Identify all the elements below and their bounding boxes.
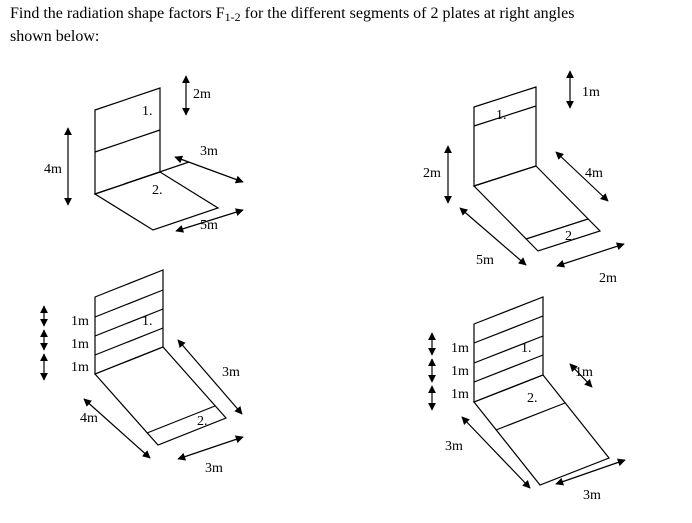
fig3-plate1-label: 1. bbox=[142, 314, 153, 329]
fig2-vertical-plate bbox=[473, 86, 537, 187]
fig2-dim-top: 1m bbox=[582, 85, 600, 100]
figure-1 bbox=[64, 75, 244, 233]
fig3-vertical-divider-3 bbox=[94, 327, 164, 356]
fig3-plate2-label: 2. bbox=[197, 414, 208, 429]
fig2-dim-strip: 2m bbox=[599, 271, 617, 286]
fig4-vertical-divider-2 bbox=[473, 335, 544, 364]
fig3-vertical-divider-2 bbox=[94, 308, 164, 337]
fig1-arrow-width bbox=[175, 208, 244, 233]
fig4-arrow-strip bbox=[555, 458, 626, 486]
fig2-plate1-label: 1. bbox=[496, 108, 507, 123]
fig3-vertical-divider-1 bbox=[94, 289, 164, 318]
fig4-dim-seg-mid: 1m bbox=[451, 364, 469, 379]
problem-line1: Find the radiation shape factors F bbox=[10, 5, 225, 22]
fig2-arrow-strip bbox=[556, 242, 625, 268]
fig4-dim-strip: 3m bbox=[583, 488, 601, 503]
fig1-vertical-divider bbox=[94, 129, 161, 153]
fig1-arrow-depth bbox=[174, 155, 244, 184]
fig2-dim-depth: 4m bbox=[585, 166, 603, 181]
fig4-dim-width: 3m bbox=[445, 439, 463, 454]
problem-line1-rest: for the different segments of 2 plates a… bbox=[240, 5, 575, 22]
fig3-dim-depth: 3m bbox=[222, 365, 240, 380]
figure-2 bbox=[444, 70, 625, 268]
fig4-plate2-label: 2. bbox=[527, 391, 538, 406]
fig4-arrow-width bbox=[461, 416, 531, 489]
fig2-horizontal-plate bbox=[472, 165, 602, 252]
fig4-horizontal-plate bbox=[473, 374, 610, 486]
problem-line2: shown below: bbox=[10, 28, 100, 45]
fig1-dim-width: 5m bbox=[200, 218, 218, 233]
fig3-dim-width: 4m bbox=[80, 411, 98, 426]
fig4-vertical-divider-1 bbox=[473, 315, 544, 344]
fig3-dim-strip: 3m bbox=[205, 461, 223, 476]
fig4-arrow-depth bbox=[569, 363, 593, 388]
fig3-dim-seg-bot: 1m bbox=[71, 360, 89, 375]
fig3-arrow-width bbox=[83, 398, 151, 459]
fig1-dim-depth: 3m bbox=[200, 144, 218, 159]
fig2-dim-width: 5m bbox=[476, 253, 494, 268]
fig2-arrow-width bbox=[459, 207, 527, 266]
fig1-dim-height: 4m bbox=[44, 162, 62, 177]
figure-3 bbox=[40, 269, 244, 461]
fig3-horizontal-plate bbox=[93, 346, 228, 446]
fig4-vertical-divider-3 bbox=[473, 354, 544, 383]
fig4-plate1-label: 1. bbox=[521, 341, 532, 356]
fig3-arrow-depth bbox=[177, 339, 243, 415]
fig4-dim-seg-top: 1m bbox=[451, 341, 469, 356]
fig3-dim-seg-top: 1m bbox=[71, 314, 89, 329]
fig2-vertical-divider bbox=[473, 105, 537, 127]
fig3-arrow-strip bbox=[177, 435, 244, 461]
problem-statement: Find the radiation shape factors F1-2 fo… bbox=[10, 4, 686, 46]
fig1-plate2-label: 2. bbox=[152, 183, 163, 198]
fig2-horizontal-divider bbox=[525, 218, 589, 240]
fig1-dim-top: 2m bbox=[193, 87, 211, 102]
fig2-dim-height: 2m bbox=[423, 166, 441, 181]
fig4-horizontal-divider bbox=[495, 402, 566, 431]
fig2-arrow-depth bbox=[555, 151, 609, 202]
problem-subscript: 1-2 bbox=[224, 10, 241, 24]
fig4-dim-depth: 1m bbox=[575, 365, 593, 380]
fig1-horizontal-divider bbox=[123, 161, 190, 185]
fig2-plate2-label: 2. bbox=[565, 229, 576, 244]
fig4-dim-seg-bot: 1m bbox=[451, 387, 469, 402]
fig3-dim-seg-mid: 1m bbox=[71, 337, 89, 352]
fig1-plate1-label: 1. bbox=[142, 104, 153, 119]
figure-4 bbox=[428, 296, 626, 489]
